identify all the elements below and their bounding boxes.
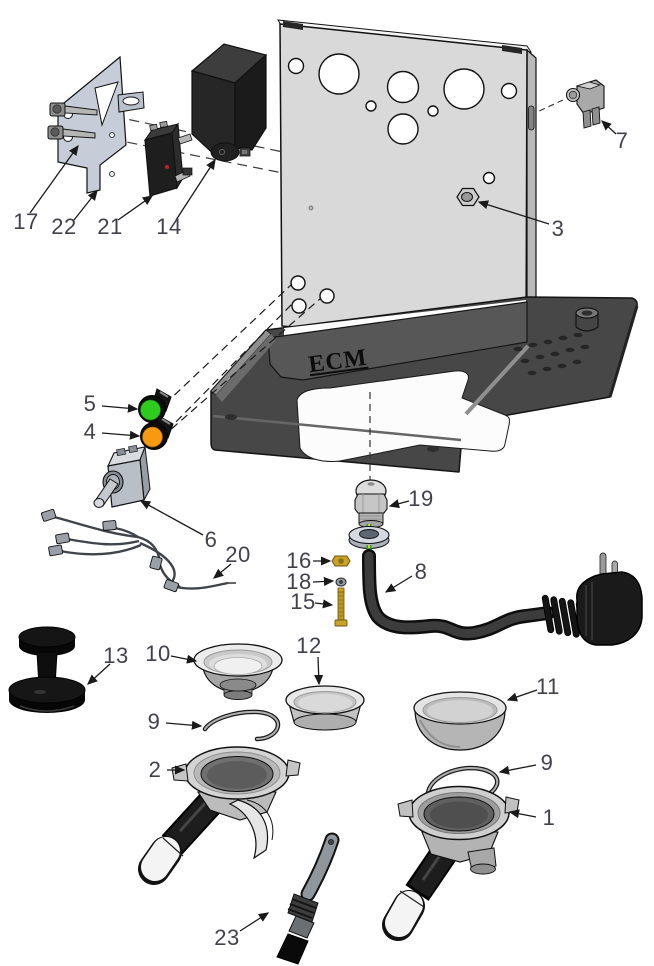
- leader-12: [314, 656, 324, 686]
- part-label-20: 20: [225, 542, 251, 567]
- part-16-brass-nut: [331, 555, 351, 567]
- leader-3: [477, 200, 550, 225]
- part-15-brass-screw: [334, 587, 348, 627]
- leader-6: [139, 500, 204, 536]
- part-label-2: 2: [148, 757, 162, 782]
- lamp-dashed-lines: [151, 283, 371, 478]
- part-7-thermostat: [565, 79, 605, 129]
- part-label-13: 13: [103, 643, 129, 668]
- part-label-4: 4: [83, 419, 97, 444]
- leader-11: [506, 689, 538, 702]
- leader-4: [101, 430, 141, 440]
- part-4-orange-lamp: [140, 415, 174, 450]
- part-label-19: 19: [408, 486, 434, 511]
- leader-21: [117, 195, 154, 221]
- part-14-box: [190, 43, 268, 162]
- orange-lens: [141, 425, 164, 449]
- part-13-tamper: [8, 626, 86, 713]
- leader-lines: [29, 120, 617, 932]
- part-5-green-lamp: [138, 388, 172, 423]
- part-10-funnel: [193, 643, 283, 700]
- part-12-basket-shallow: [285, 685, 365, 731]
- leader-19: [388, 499, 410, 509]
- part-17-screws: [47, 102, 98, 140]
- part-label-21: 21: [97, 214, 123, 239]
- part-label-1: 1: [542, 805, 556, 830]
- vent-holes: [513, 332, 590, 376]
- part-label-3: 3: [551, 216, 565, 241]
- plug: [576, 552, 643, 646]
- leader-20: [212, 563, 232, 579]
- green-lens: [139, 398, 162, 422]
- base-frame: [210, 296, 639, 473]
- part-label-15: 15: [290, 589, 316, 614]
- part-11-basket-deep: [413, 691, 507, 751]
- part-1-portafilter: [382, 785, 520, 941]
- part-label-22: 22: [51, 214, 77, 239]
- leader-5: [101, 403, 139, 413]
- leader-17: [29, 144, 79, 214]
- part-label-5: 5: [83, 391, 97, 416]
- leader-9L: [165, 720, 203, 730]
- part-20-harness: [40, 508, 236, 593]
- leader-10: [170, 654, 198, 664]
- part-label-6: 6: [204, 527, 218, 552]
- part-21-switch: [143, 120, 193, 197]
- leader-23: [239, 912, 270, 932]
- base-front-wall: [267, 301, 528, 381]
- part-label-9-right: 9: [540, 750, 554, 775]
- leader-15: [314, 599, 334, 609]
- part-18-washer: [335, 577, 347, 587]
- part-2-portafilter: [138, 746, 301, 885]
- leader-7: [601, 120, 617, 135]
- part-23-brush: [276, 832, 340, 965]
- leader-22: [73, 189, 98, 221]
- part-label-11: 11: [536, 674, 560, 699]
- leader-9R: [498, 764, 537, 775]
- leader-14: [175, 158, 216, 221]
- part-label-17: 17: [13, 209, 39, 234]
- leader-8: [384, 575, 413, 593]
- leader-13: [87, 663, 111, 685]
- part-label-12: 12: [296, 633, 322, 658]
- part-label-9-left: 9: [147, 709, 161, 734]
- part-label-7: 7: [615, 128, 629, 153]
- part-19-cable-gland: [354, 478, 388, 528]
- part-9-clip-left: [202, 709, 281, 742]
- part-6-toggle-switch: [93, 444, 151, 508]
- leader-18: [312, 576, 335, 586]
- part-label-10: 10: [145, 641, 171, 666]
- part-22-bracket: [57, 55, 145, 194]
- part-label-8: 8: [414, 559, 428, 584]
- base-foot: [575, 307, 599, 332]
- part-label-16: 16: [286, 548, 312, 573]
- part-label-18: 18: [286, 569, 312, 594]
- gland-washer: [348, 525, 390, 549]
- part-label-14: 14: [156, 214, 182, 239]
- alignment-dashed-lines: [95, 99, 564, 174]
- part-3-nut: [456, 187, 480, 207]
- part-label-23: 23: [214, 925, 240, 950]
- back-panel: [277, 19, 537, 351]
- part-8-power-cord: [362, 549, 643, 646]
- leader-1: [508, 809, 537, 819]
